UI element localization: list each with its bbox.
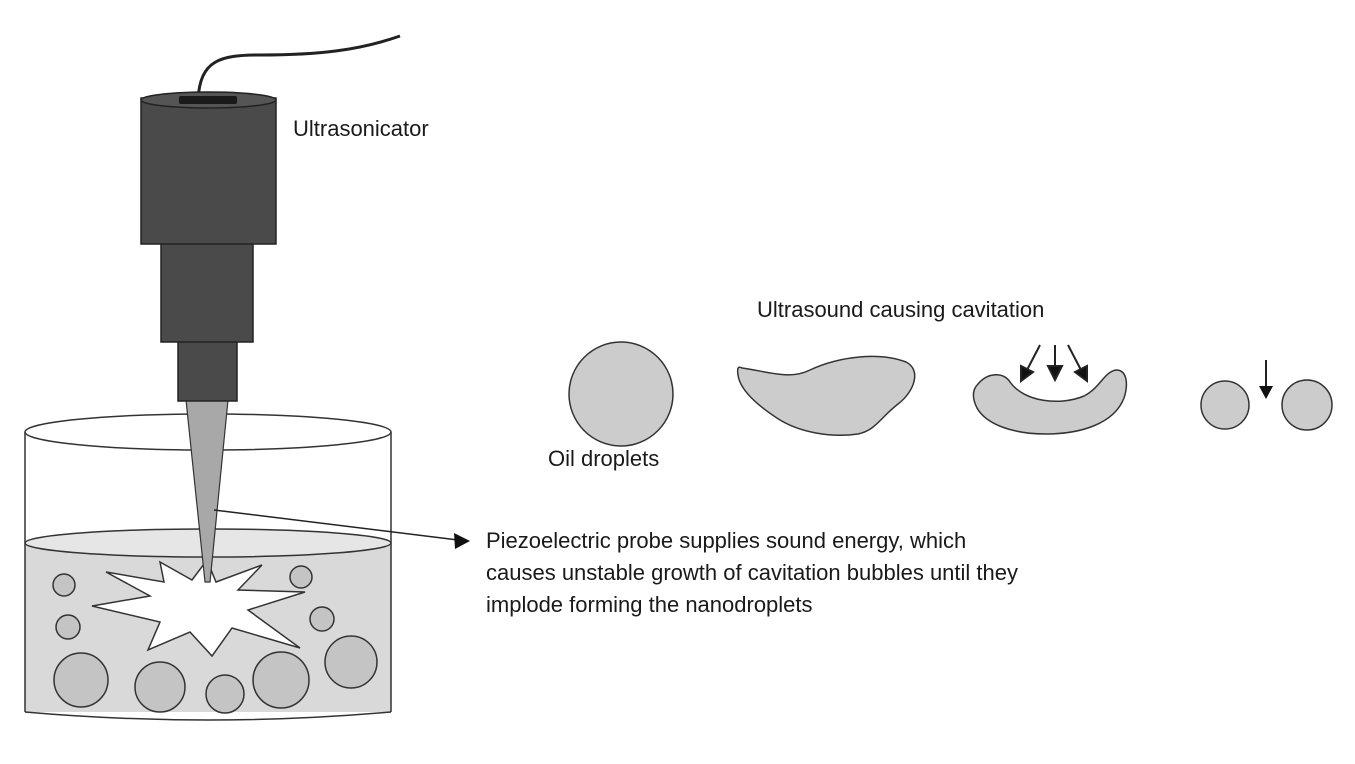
oil-droplets-label: Oil droplets [548, 446, 660, 471]
deforming-droplet [736, 355, 916, 436]
nanodroplet [1281, 379, 1333, 431]
arrow-down-right-icon [1073, 364, 1088, 383]
process-description: Piezoelectric probe supplies sound energ… [486, 525, 1018, 621]
bubble [309, 606, 335, 632]
implosion-arrows [1020, 344, 1088, 383]
bubble [205, 674, 245, 714]
bubble [324, 635, 378, 689]
bubble [252, 651, 310, 709]
description-line: causes unstable growth of cavitation bub… [486, 560, 1018, 585]
bubble [52, 573, 76, 597]
ultrasonicator-body [140, 97, 277, 245]
cavitation-label: Ultrasound causing cavitation [757, 297, 1045, 322]
bubble [53, 652, 109, 708]
cavitation-burst [91, 558, 306, 658]
ultrasonicator-cable [196, 34, 401, 101]
ultrasonicator-mid [160, 241, 254, 343]
arrow-down-icon [1046, 365, 1064, 383]
cable-slot [179, 96, 237, 104]
ultrasonicator-neck [177, 339, 238, 402]
description-line: Piezoelectric probe supplies sound energ… [486, 528, 967, 553]
bubble [55, 614, 81, 640]
arrow-head-icon [454, 533, 470, 549]
ultrasonicator-label: Ultrasonicator [293, 116, 429, 141]
collapsing-droplet [972, 369, 1128, 435]
bubbles [52, 565, 378, 714]
nanodroplet [1200, 380, 1250, 430]
description-line: implode forming the nanodroplets [486, 592, 813, 617]
callout-line [213, 509, 459, 541]
beaker-bottom [24, 711, 392, 721]
arrow-down-left-icon [1020, 364, 1035, 383]
bubble [289, 565, 313, 589]
bubble [134, 661, 186, 713]
oil-droplet [568, 341, 674, 447]
arrow-down-icon [1259, 386, 1273, 399]
